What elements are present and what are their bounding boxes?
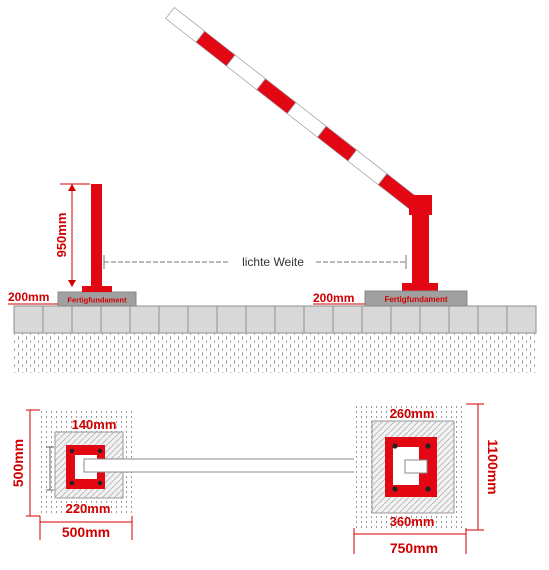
left-post xyxy=(91,184,102,292)
paving-block xyxy=(100,305,131,334)
right-foundation xyxy=(364,290,468,307)
right-bolt-4 xyxy=(425,486,431,492)
left-width-label: 500mm xyxy=(62,524,110,540)
left-base-label: 220mm xyxy=(66,501,111,516)
left-height-label: 500mm xyxy=(10,439,26,487)
paving-block xyxy=(129,305,160,334)
right-plate-label: 260mm xyxy=(390,406,435,421)
paving-block xyxy=(419,305,450,334)
paving-block xyxy=(274,305,305,334)
right-height-label: 1100mm xyxy=(485,439,501,494)
left-bolt-4 xyxy=(97,480,103,486)
paving-block xyxy=(506,305,537,334)
boom-segment xyxy=(256,78,297,115)
right-plan-hinge xyxy=(404,459,428,474)
paving-block xyxy=(42,305,73,334)
soil xyxy=(14,333,538,373)
paving-block xyxy=(71,305,102,334)
boom-segment xyxy=(286,101,327,138)
right-bolt-3 xyxy=(392,486,398,492)
boom-segment xyxy=(347,149,388,186)
left-foundation-label: Fertigfundament xyxy=(67,296,127,305)
paving-block xyxy=(361,305,392,334)
left-plate-label: 140mm xyxy=(72,417,117,432)
paving-block xyxy=(13,305,44,334)
right-foundation-height-label: 200mm xyxy=(313,291,354,305)
right-housing-top xyxy=(409,195,432,215)
right-width-label: 750mm xyxy=(390,540,438,556)
boom-arm xyxy=(165,6,418,210)
paving-block xyxy=(477,305,508,334)
side-view: Fertigfundament 950mm 200mm lichte Weite… xyxy=(8,6,538,373)
right-housing-post xyxy=(412,212,429,286)
clear-width-label: lichte Weite xyxy=(242,255,304,269)
paving-block xyxy=(216,305,247,334)
paving-block xyxy=(187,305,218,334)
boom-segment xyxy=(225,54,266,91)
left-foundation-height-label: 200mm xyxy=(8,290,49,304)
boom-segment xyxy=(195,30,236,67)
right-base-label: 360mm xyxy=(390,514,435,529)
boom-segment xyxy=(317,125,358,162)
left-bolt-2 xyxy=(97,448,103,454)
post-height-label: 950mm xyxy=(54,213,69,258)
paving-block xyxy=(245,305,276,334)
left-post-foot xyxy=(82,286,112,292)
left-bolt-3 xyxy=(69,480,75,486)
boom-segment xyxy=(165,6,206,43)
height-arrow-top xyxy=(68,184,76,191)
paving-block xyxy=(332,305,363,334)
left-bolt-1 xyxy=(69,448,75,454)
paving-block xyxy=(390,305,421,334)
paving-block xyxy=(158,305,189,334)
paving-block xyxy=(303,305,334,334)
right-housing-foot xyxy=(402,283,438,291)
right-foundation-label: Fertigfundament xyxy=(384,295,447,304)
right-bolt-2 xyxy=(425,443,431,449)
right-bolt-1 xyxy=(392,443,398,449)
plan-view-right: 260mm 360mm 750mm 1100mm xyxy=(353,403,501,556)
paving-block xyxy=(448,305,479,334)
height-arrow-bottom xyxy=(68,280,76,287)
plan-view-left: 140mm 220mm 500mm 500mm xyxy=(10,409,133,540)
paving-row xyxy=(13,305,537,334)
